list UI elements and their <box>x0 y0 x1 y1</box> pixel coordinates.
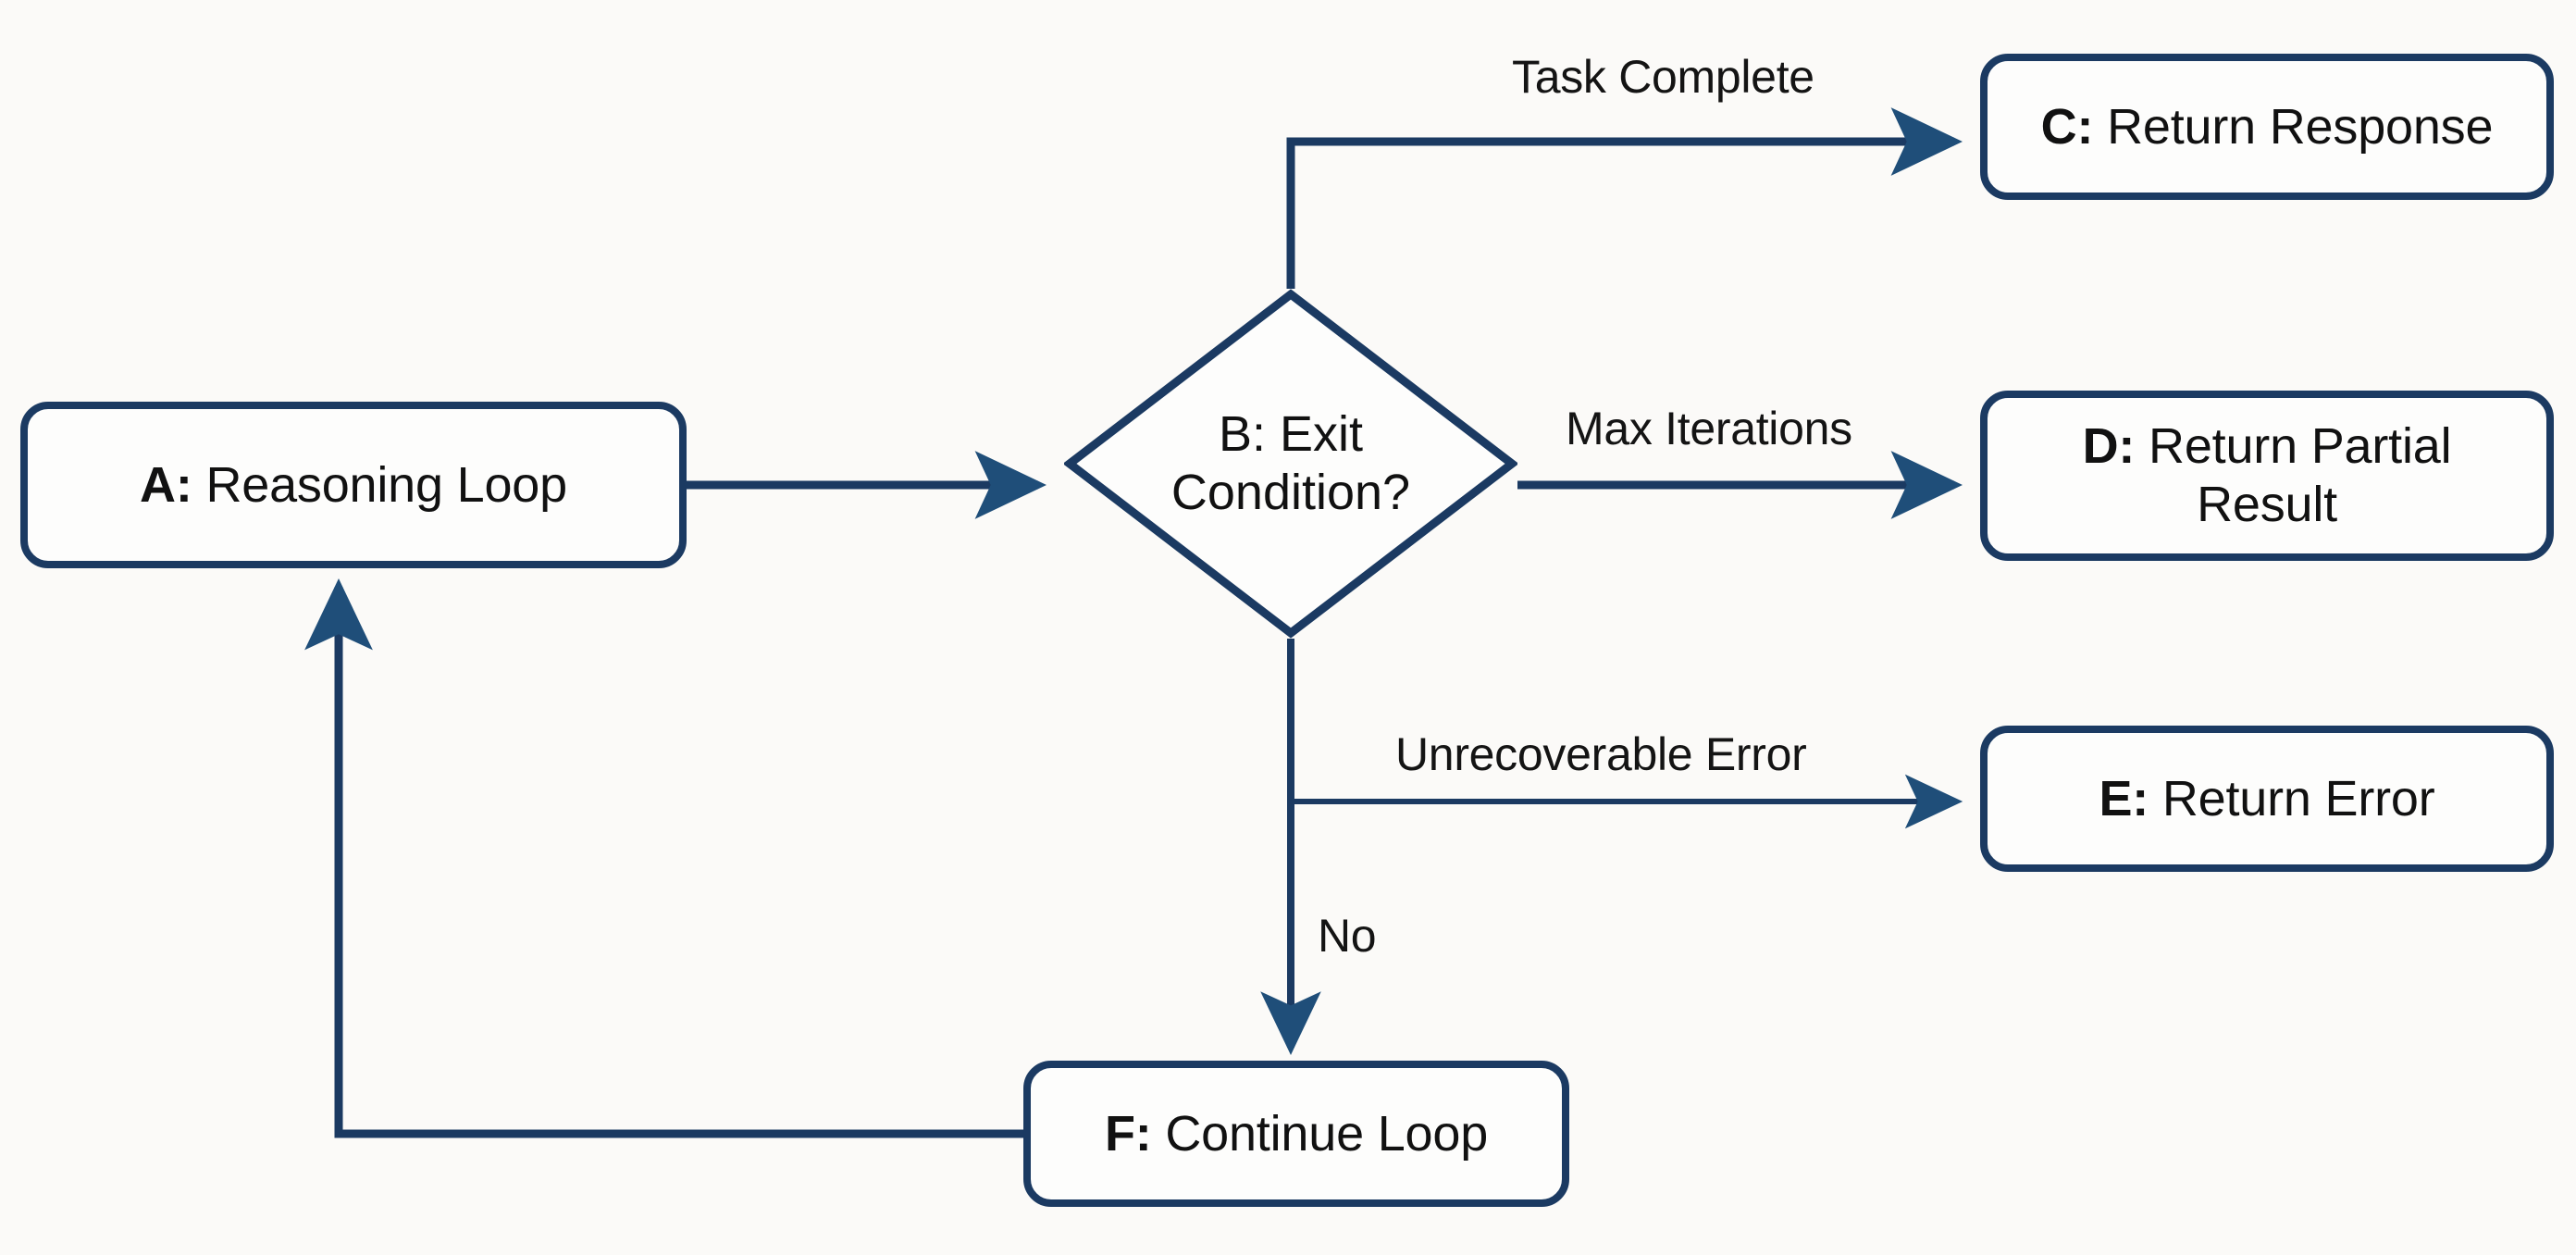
node-d-label: Return Partial <box>2149 418 2452 475</box>
diamond-shape <box>1062 289 1519 639</box>
node-f-text: F: Continue Loop <box>1105 1105 1488 1163</box>
node-a-tag: A: <box>140 456 192 513</box>
node-c-return-response[interactable]: C: Return Response <box>1980 54 2554 200</box>
node-a-label: Reasoning Loop <box>205 456 567 513</box>
node-e-tag: E: <box>2099 770 2149 826</box>
node-a-reasoning-loop[interactable]: A: Reasoning Loop <box>20 402 687 568</box>
node-c-tag: C: <box>2040 98 2094 155</box>
node-d-return-partial-result[interactable]: D: Return Partial Result <box>1980 391 2554 561</box>
node-b-label: Exit <box>1280 406 1364 463</box>
node-d-text: D: Return Partial Result <box>2083 417 2452 533</box>
node-e-text: E: Return Error <box>2099 770 2434 828</box>
edge-path-b-to-c <box>1286 107 1963 289</box>
node-f-label: Continue Loop <box>1165 1105 1489 1162</box>
node-e-return-error[interactable]: E: Return Error <box>1980 726 2554 872</box>
node-d-label-line2: Result <box>2197 477 2337 532</box>
edge-label-max-iterations: Max Iterations <box>1566 403 1852 454</box>
node-a-text: A: Reasoning Loop <box>140 456 567 515</box>
edge-label-no: No <box>1318 910 1377 962</box>
node-b-label-line2: Condition? <box>1170 465 1411 520</box>
node-b-tag: B: <box>1218 406 1266 463</box>
node-b-exit-condition[interactable]: B: Exit Condition? <box>1062 289 1519 639</box>
node-e-label: Return Error <box>2161 770 2435 826</box>
node-f-tag: F: <box>1104 1105 1152 1162</box>
edge-label-task-complete: Task Complete <box>1512 51 1814 103</box>
edge-path-f-to-a <box>304 578 1023 1138</box>
node-c-label: Return Response <box>2107 98 2494 155</box>
node-b-text: B: Exit Condition? <box>1064 289 1517 639</box>
edge-label-unrecoverable-error: Unrecoverable Error <box>1395 728 1807 780</box>
node-f-continue-loop[interactable]: F: Continue Loop <box>1023 1061 1569 1207</box>
node-d-tag: D: <box>2082 418 2136 475</box>
node-c-text: C: Return Response <box>2041 98 2494 156</box>
